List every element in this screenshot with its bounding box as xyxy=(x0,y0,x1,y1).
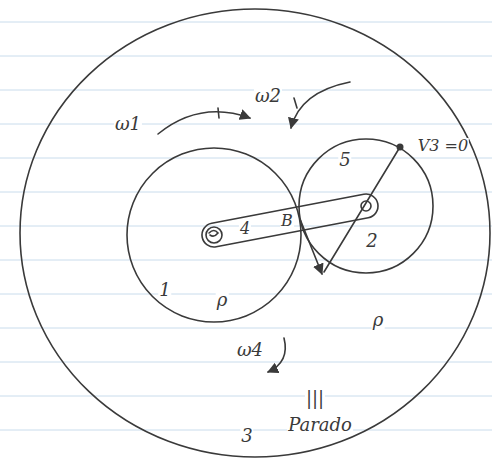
part-number: 5 xyxy=(338,151,351,169)
carrier-arm: 4B xyxy=(200,192,380,249)
ring-gear: 314B2 xyxy=(19,8,491,458)
radius-label: ρ xyxy=(216,291,229,309)
radius-label: ρ xyxy=(372,311,385,329)
ring-gear-outline xyxy=(19,8,491,458)
part-number: 2 xyxy=(365,232,378,250)
part-number: 1 xyxy=(158,281,171,299)
fixed-note: Parado xyxy=(287,416,353,434)
planet-gear-outline xyxy=(298,138,434,274)
angular-velocity-label: ω2 xyxy=(254,87,282,105)
omega4-arrow xyxy=(268,338,285,372)
velocity-line xyxy=(324,147,400,272)
pivot-pin xyxy=(206,227,222,243)
omega1-arrow xyxy=(158,112,250,134)
velocity-label: V3 =0 xyxy=(417,138,469,154)
planet-gear: 2 xyxy=(298,138,434,274)
planet-gear-circle xyxy=(299,139,433,273)
angular-velocity-label: ω1 xyxy=(114,115,142,133)
fixed-hatch-mark: ||| xyxy=(305,389,325,407)
ring-gear-circle xyxy=(20,9,490,457)
arm-end-pin xyxy=(361,201,371,211)
omega2-arrow xyxy=(291,82,350,128)
part-number: 3 xyxy=(240,427,253,445)
pivot-scribble xyxy=(209,231,218,237)
part-number: 4 xyxy=(239,221,251,237)
part-number: B xyxy=(280,213,294,229)
angular-velocity-label: ω4 xyxy=(236,341,264,359)
omega2-tick xyxy=(294,98,297,108)
omega1-tick xyxy=(218,108,219,118)
paper-rule-lines xyxy=(0,22,492,430)
arm-outline-path xyxy=(200,192,380,249)
